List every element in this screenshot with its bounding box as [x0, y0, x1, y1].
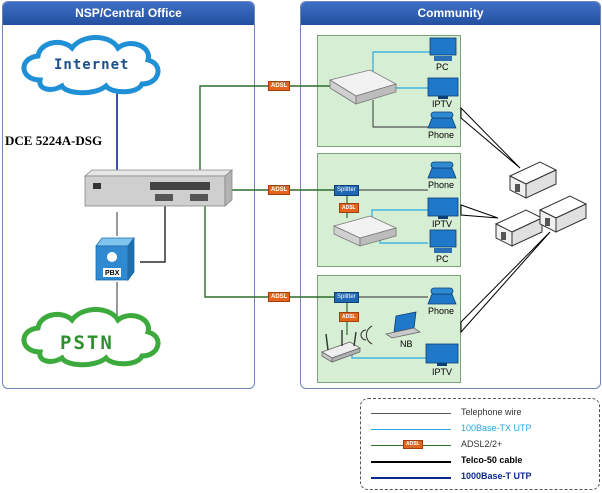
- tv-icon: [427, 197, 459, 219]
- pc-label: PC: [436, 62, 449, 72]
- callout-1: [460, 106, 521, 169]
- legend-1000base-utp: 1000Base-T UTP: [361, 471, 601, 483]
- pc-label: PC: [436, 254, 449, 264]
- tv-icon: [427, 77, 459, 99]
- wifi-icon: [360, 325, 373, 345]
- dslam-device-label: DCE 5224A-DSG: [5, 133, 103, 148]
- phone-label: Phone: [428, 180, 455, 190]
- pc-icon: [429, 229, 457, 253]
- laptop-icon: [384, 311, 422, 339]
- adsl-tag-1: ADSL: [268, 81, 291, 91]
- tv-icon: [425, 343, 459, 366]
- phone-icon: [427, 111, 457, 129]
- dslam-icon: [83, 169, 234, 207]
- pstn-cloud-icon: [21, 307, 161, 368]
- internet-label: Internet: [54, 57, 130, 73]
- house-icon: [538, 195, 588, 233]
- phone-icon: [427, 287, 457, 305]
- modem-icon: [328, 69, 398, 105]
- community-panel-title: Community: [301, 2, 600, 25]
- phone-icon: [427, 161, 457, 179]
- iptv-label: IPTV: [432, 99, 453, 109]
- legend-adsl: ADSL ADSL2/2+: [361, 439, 601, 451]
- modem-icon: [332, 215, 398, 247]
- iptv-label: IPTV: [432, 219, 453, 229]
- legend-telco50: Telco-50 cable: [361, 455, 601, 467]
- adsl-tag-inner-2: ADSL: [339, 203, 359, 213]
- pbx-icon: [95, 236, 135, 282]
- splitter-2: Splitter: [334, 185, 359, 196]
- phone-label: Phone: [428, 306, 455, 316]
- adsl-tag-inner-3: ADSL: [339, 312, 359, 322]
- legend-telephone-wire: Telephone wire: [361, 407, 601, 419]
- house-icon: [508, 161, 558, 199]
- iptv-label: IPTV: [432, 367, 453, 377]
- legend: Telephone wire 100Base-TX UTP ADSL ADSL2…: [360, 398, 600, 490]
- adsl-line-3: [204, 206, 334, 298]
- telco50-line: [140, 206, 166, 263]
- pc-icon: [429, 37, 457, 61]
- internet-cloud-icon: [21, 35, 161, 96]
- nb-label: NB: [400, 339, 413, 349]
- callout-3: [460, 231, 551, 334]
- splitter-3: Splitter: [334, 292, 359, 303]
- house-icon: [494, 209, 544, 247]
- adsl-tag-3: ADSL: [268, 292, 291, 302]
- pbx-label: PBX: [105, 270, 120, 277]
- adsl-tag-2: ADSL: [268, 185, 291, 195]
- callout-2: [460, 204, 499, 219]
- phone-label: Phone: [428, 130, 455, 140]
- nsp-panel-title: NSP/Central Office: [3, 2, 254, 25]
- pstn-label: PSTN: [60, 332, 114, 354]
- router-icon: [321, 330, 361, 363]
- legend-100base-utp: 100Base-TX UTP: [361, 423, 601, 435]
